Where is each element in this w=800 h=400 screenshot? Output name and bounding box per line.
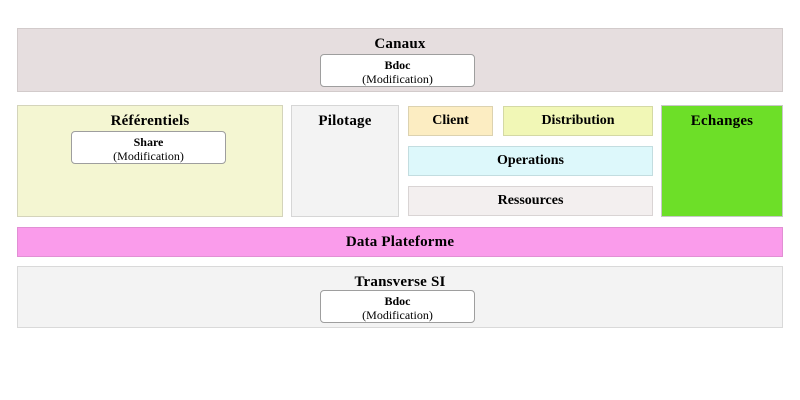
node-bdoc-canaux[interactable]: Bdoc (Modification) [320,54,475,87]
node-share-referentiels[interactable]: Share (Modification) [71,131,226,164]
node-share-state: (Modification) [113,149,184,163]
band-echanges-title: Echanges [690,113,754,129]
band-data-plateforme[interactable]: Data Plateforme [17,227,783,257]
node-bdoc-transverse-state: (Modification) [362,308,433,322]
band-pilotage-title: Pilotage [318,113,372,129]
cell-ressources[interactable]: Ressources [408,186,653,216]
band-echanges[interactable]: Echanges [661,105,783,217]
node-bdoc-canaux-name: Bdoc [384,58,411,72]
band-referentiels-title: Référentiels [110,113,190,129]
node-share-name: Share [133,135,164,149]
cell-distribution[interactable]: Distribution [503,106,653,136]
cell-client[interactable]: Client [408,106,493,136]
node-bdoc-transverse[interactable]: Bdoc (Modification) [320,290,475,323]
band-canaux-title: Canaux [374,36,426,52]
cell-operations[interactable]: Operations [408,146,653,176]
band-pilotage[interactable]: Pilotage [291,105,399,217]
node-bdoc-canaux-state: (Modification) [362,72,433,86]
band-transverse-si-title: Transverse SI [354,274,446,290]
band-referentiels[interactable]: Référentiels [17,105,283,217]
band-data-plateforme-title: Data Plateforme [345,234,455,250]
node-bdoc-transverse-name: Bdoc [384,294,411,308]
